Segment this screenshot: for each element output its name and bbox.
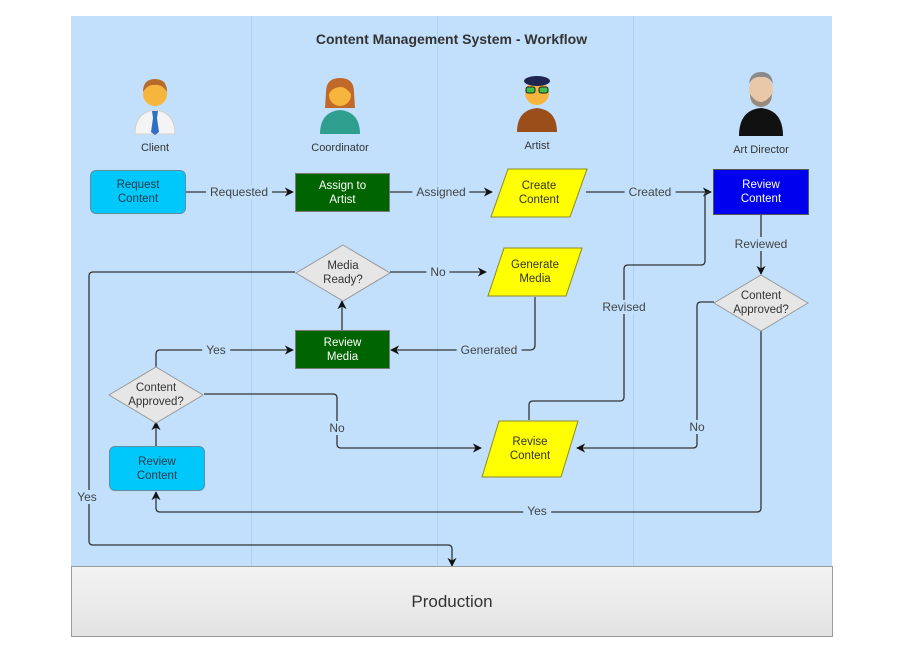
- edge-label-created: Created: [624, 185, 676, 199]
- edge-label-requested: Requested: [205, 185, 273, 199]
- diagram-title: Content Management System - Workflow: [315, 31, 588, 47]
- coordinator-avatar-icon: [320, 78, 360, 134]
- actor-label: Art Director: [733, 144, 789, 156]
- edge-director-yes: [151, 331, 762, 513]
- parallelogram-shape: [490, 168, 588, 218]
- edge-label-no: No: [325, 421, 349, 435]
- parallelogram-shape: [487, 247, 583, 297]
- lane-divider: [437, 16, 438, 566]
- art-director-avatar-icon: [739, 72, 783, 136]
- edge-generated: [390, 297, 536, 355]
- edge-label-generated: Generated: [456, 343, 522, 357]
- lane-artist: Artist: [492, 70, 582, 152]
- edge-label-assigned: Assigned: [412, 185, 470, 199]
- edge-label-reviewed: Reviewed: [730, 237, 792, 251]
- diamond-shape: [108, 366, 204, 424]
- edge-revised: [528, 191, 710, 420]
- production-label: Production: [411, 591, 493, 611]
- artist-avatar-icon: [517, 76, 557, 132]
- edge-label-yes: Yes: [202, 343, 230, 357]
- client-avatar-icon: [134, 79, 176, 135]
- lane-art-director: Art Director: [716, 66, 806, 156]
- edge-label-yes: Yes: [73, 490, 101, 504]
- actor-label: Artist: [524, 140, 550, 152]
- diamond-shape: [713, 274, 809, 332]
- edge-director-no: [576, 301, 714, 453]
- edge-client-yes: [155, 345, 294, 372]
- edge-label-yes: Yes: [523, 504, 551, 518]
- lane-divider: [633, 16, 634, 566]
- edge-label-revised: Revised: [598, 300, 650, 314]
- node-production[interactable]: Production: [71, 566, 833, 637]
- edge-label-no: No: [426, 265, 450, 279]
- diamond-shape: [295, 244, 391, 302]
- lane-divider: [251, 16, 252, 566]
- lane-coordinator: Coordinator: [295, 74, 385, 154]
- lane-client: Client: [110, 74, 200, 154]
- actor-label: Coordinator: [311, 142, 369, 154]
- actor-label: Client: [140, 142, 170, 154]
- edge-label-no: No: [685, 420, 709, 434]
- edge-media-yes: [88, 271, 457, 567]
- parallelogram-shape: [481, 420, 579, 478]
